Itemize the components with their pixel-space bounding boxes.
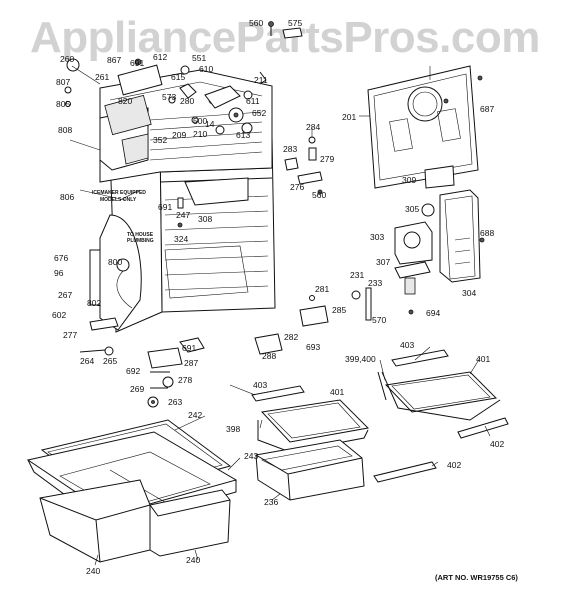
part-labels: 560 575 260 612 691 551 610 867 261 807 … (52, 18, 504, 576)
crisper-pans (26, 419, 238, 563)
part-label: 691 (182, 343, 196, 353)
part-label: 402 (447, 460, 461, 470)
note-icemaker-2: MODELS ONLY (100, 197, 137, 203)
part-label: 612 (153, 52, 167, 62)
art-number: (ART NO. WR19755 C6) (435, 573, 518, 582)
cover-309 (424, 165, 455, 189)
part-label: 867 (107, 55, 121, 65)
part-label: 209 (172, 130, 186, 140)
note-to-house-1: TO HOUSE (127, 232, 154, 238)
part-label: 265 (103, 356, 117, 366)
part-label: 401 (330, 387, 344, 397)
part-label: 288 (262, 351, 276, 361)
part-label: 281 (315, 284, 329, 294)
part-label: 267 (58, 290, 72, 300)
part-label: 820 (118, 96, 132, 106)
part-label: 560 (249, 18, 263, 28)
part-label: 551 (192, 53, 206, 63)
part-label: 398 (226, 424, 240, 434)
control-housing (394, 221, 433, 265)
part-label: 279 (320, 154, 334, 164)
part-label: 694 (426, 308, 440, 318)
part-label: 305 (405, 204, 419, 214)
part-label: 610 (199, 64, 213, 74)
part-label: 687 (480, 104, 494, 114)
part-label: 692 (126, 366, 140, 376)
part-label: 800 (108, 257, 122, 267)
part-label: 676 (54, 253, 68, 263)
part-label: 231 (350, 270, 364, 280)
part-label: 282 (284, 332, 298, 342)
part-label: 233 (368, 278, 382, 288)
part-label: 805 (56, 99, 70, 109)
part-label: 688 (480, 228, 494, 238)
part-label: 352 (153, 135, 167, 145)
part-label: 691 (158, 202, 172, 212)
part-label: 403 (400, 340, 414, 350)
part-label: 403 (253, 380, 267, 390)
part-label: 303 (370, 232, 384, 242)
part-label: 96 (54, 268, 64, 278)
part-label: 807 (56, 77, 70, 87)
part-label: 602 (52, 310, 66, 320)
part-label: 247 (176, 210, 190, 220)
part-label: 402 (490, 439, 504, 449)
part-label: 280 (180, 96, 194, 106)
part-label: 691 (130, 58, 144, 68)
control-307 (394, 261, 431, 295)
part-label: 283 (283, 144, 297, 154)
part-label: 304 (462, 288, 476, 298)
part-label: 264 (80, 356, 94, 366)
part-label: 806 (60, 192, 74, 202)
part-label: 236 (264, 497, 278, 507)
note-to-house-2: PLUMBING (127, 238, 154, 244)
part-label: 276 (290, 182, 304, 192)
part-label: 240 (186, 555, 200, 565)
air-duct (439, 189, 481, 283)
part-label: 242 (188, 410, 202, 420)
part-label: 261 (95, 72, 109, 82)
part-label: 560 (312, 190, 326, 200)
part-label: 309 (402, 175, 416, 185)
part-label: 277 (63, 330, 77, 340)
part-label: 260 (60, 54, 74, 64)
top-fasteners (268, 21, 303, 39)
knob-305 (421, 203, 435, 217)
part-label: 263 (168, 397, 182, 407)
part-label: 401 (476, 354, 490, 364)
hinge-parts (79, 136, 485, 408)
part-label: 611 (246, 96, 260, 106)
part-label: 307 (376, 257, 390, 267)
part-label: 284 (306, 122, 320, 132)
part-label: 573 (162, 92, 176, 102)
rear-wall-panel (367, 65, 483, 189)
part-label: 575 (288, 18, 302, 28)
part-label: 802 (87, 298, 101, 308)
part-label: 210 (193, 129, 207, 139)
part-label: 808 (58, 125, 72, 135)
part-label: 240 (86, 566, 100, 576)
part-label: 324 (174, 234, 188, 244)
icemaker-assembly (64, 58, 267, 136)
part-label: 278 (178, 375, 192, 385)
part-label: 14 (205, 119, 215, 129)
part-label: 500 (193, 116, 207, 126)
note-icemaker-1: ICEMAKER EQUIPPED (92, 190, 146, 196)
glass-shelves (251, 349, 509, 501)
part-label: 211 (254, 75, 268, 85)
part-label: 201 (342, 112, 356, 122)
part-label: 243 (244, 451, 258, 461)
part-label: 399,400 (345, 354, 376, 364)
part-label: 613 (236, 130, 250, 140)
leader-lines (69, 65, 491, 566)
part-label: 570 (372, 315, 386, 325)
part-label: 615 (171, 72, 185, 82)
part-label: 285 (332, 305, 346, 315)
part-label: 693 (306, 342, 320, 352)
part-label: 269 (130, 384, 144, 394)
part-label: 652 (252, 108, 266, 118)
part-label: 308 (198, 214, 212, 224)
part-label: 287 (184, 358, 198, 368)
